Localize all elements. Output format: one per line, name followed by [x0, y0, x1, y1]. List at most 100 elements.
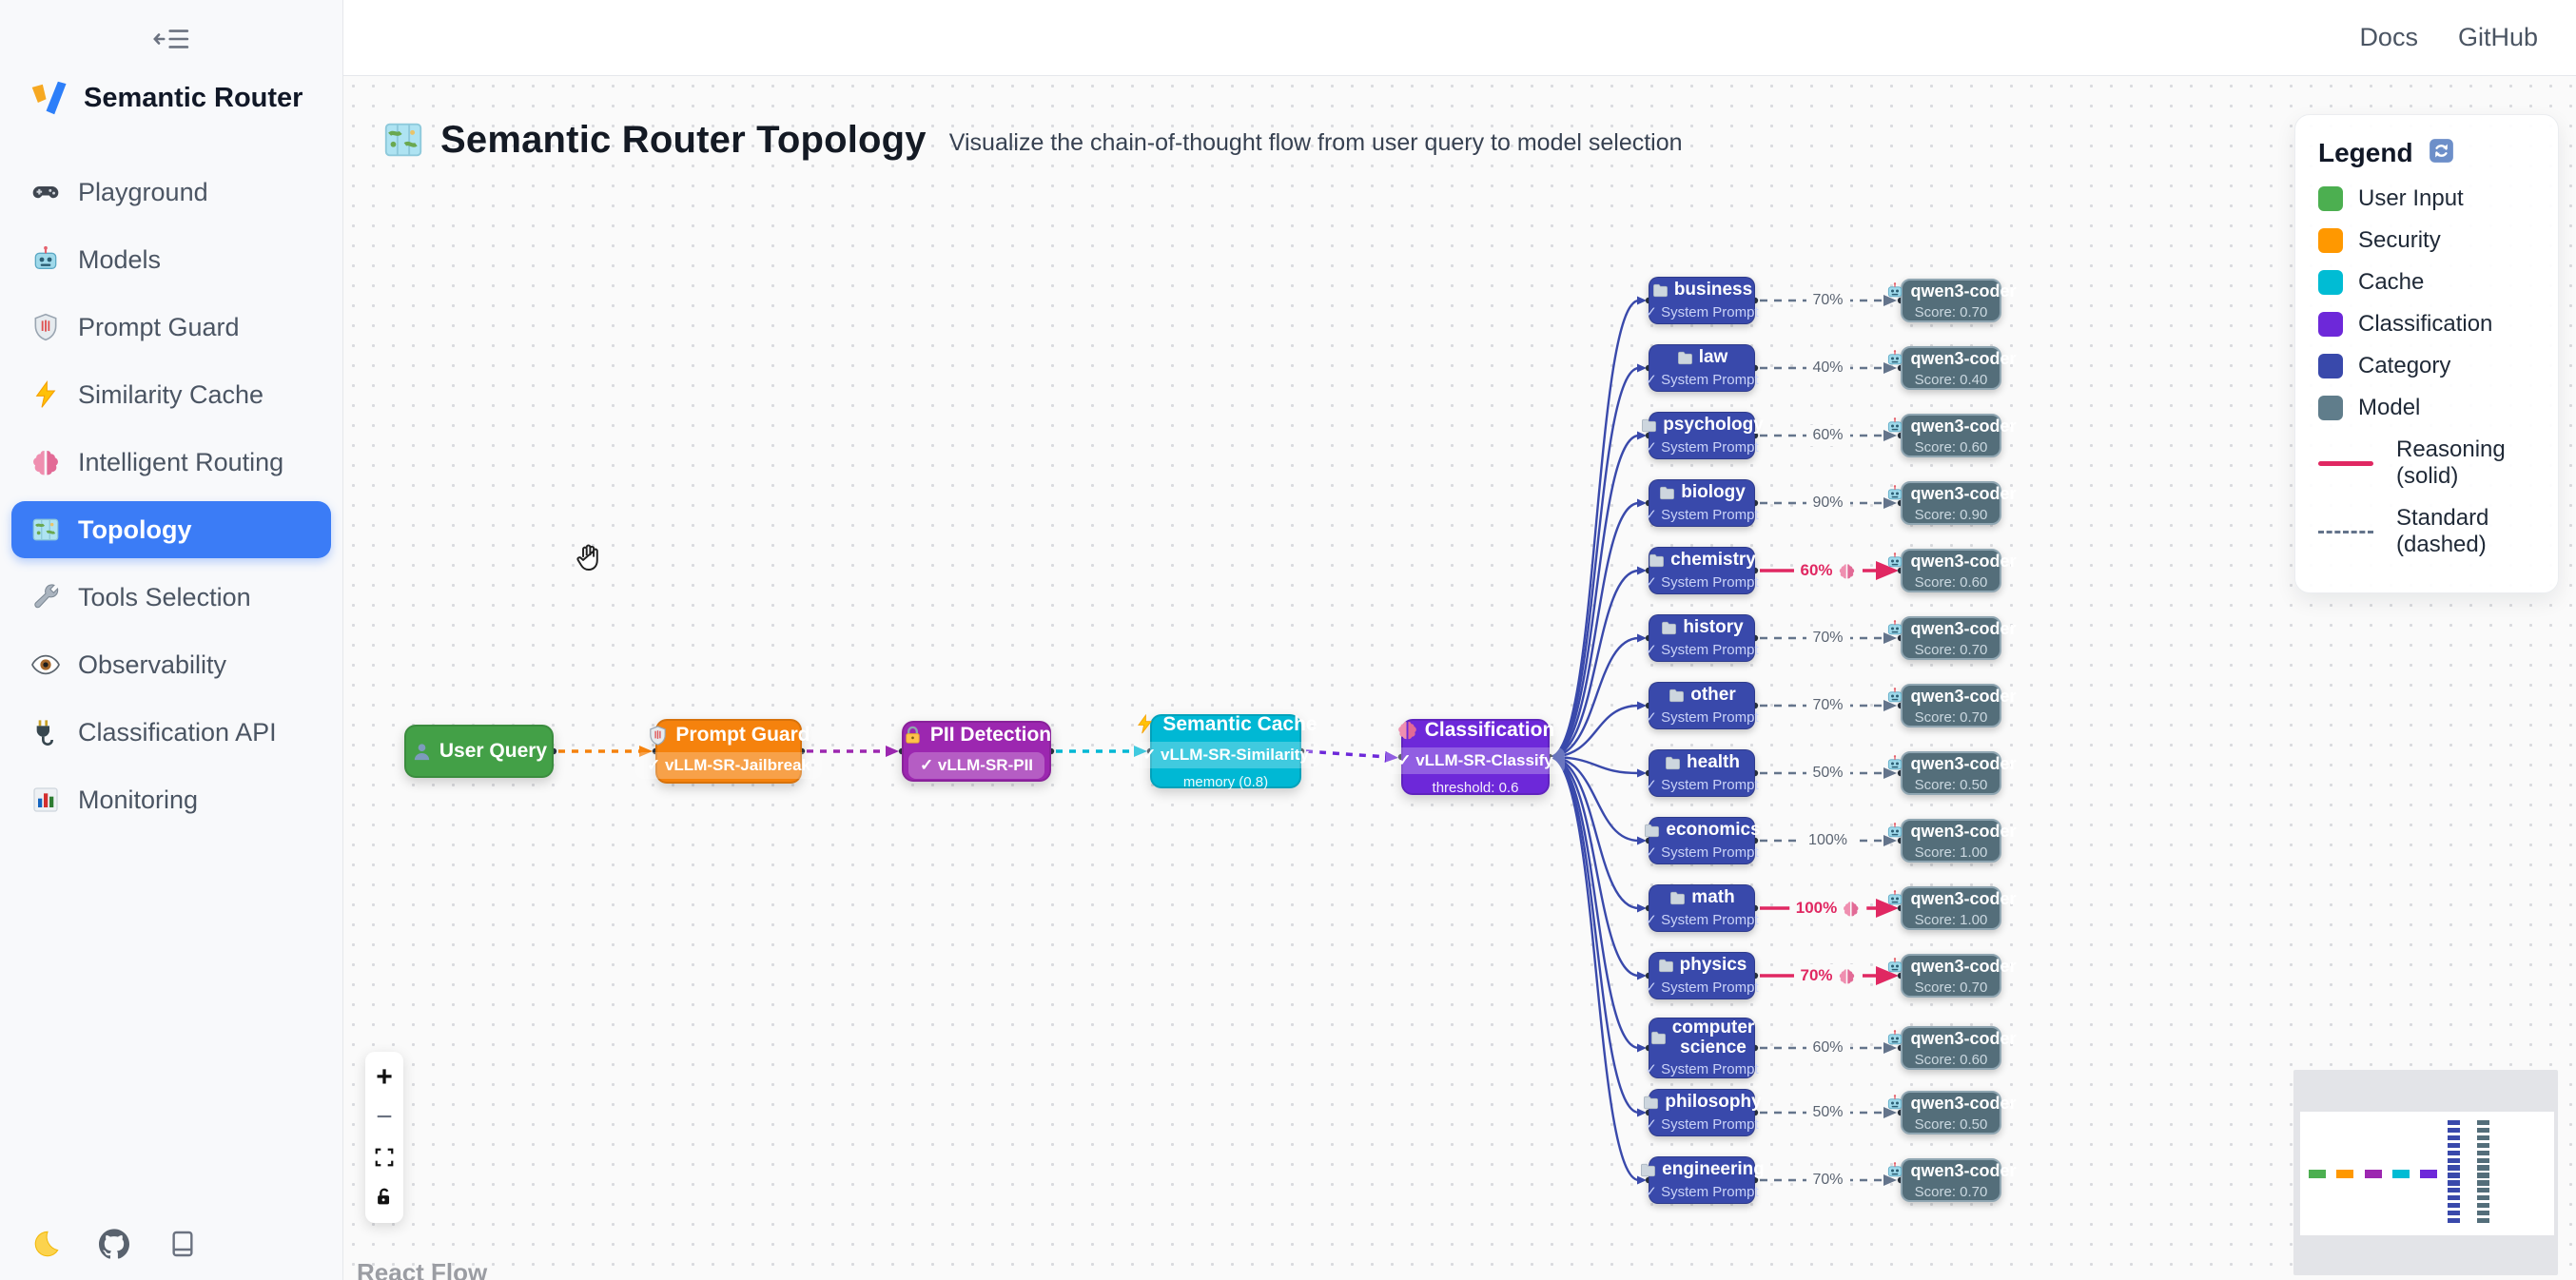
sidebar-item-tools-selection[interactable]: Tools Selection: [11, 569, 331, 626]
zoom-out-button[interactable]: −: [376, 1101, 393, 1133]
edge-fanout-1: [1549, 363, 1647, 759]
robot-icon: [1885, 1094, 1904, 1113]
category-node-other[interactable]: other✓ System Prompt: [1645, 682, 1759, 729]
node-prompt-guard[interactable]: Prompt Guard✓ vLLM-SR-Jailbreak: [635, 719, 823, 784]
sidebar-item-observability[interactable]: Observability: [11, 636, 331, 693]
robot-icon: [1885, 417, 1904, 436]
react-flow-attribution: React Flow: [357, 1258, 488, 1280]
category-node-biology[interactable]: biology✓ System Prompt: [1645, 479, 1759, 527]
category-node-psychology[interactable]: psychology✓ System Prompt: [1642, 412, 1764, 459]
flow-canvas[interactable]: 70%40%60%90%60%70%70%50%100%100%70%60%50…: [343, 76, 2576, 1280]
legend-line-swatch: [2318, 460, 2373, 466]
legend-color-chip: [2318, 312, 2343, 337]
sidebar-item-intelligent-routing[interactable]: Intelligent Routing: [11, 434, 331, 491]
app-logo-row: Semantic Router: [29, 79, 302, 117]
minimap-node: [2477, 1202, 2489, 1209]
category-node-chemistry[interactable]: chemistry✓ System Prompt: [1645, 547, 1759, 594]
brain-icon: [30, 447, 61, 477]
legend-item-label: Security: [2358, 227, 2441, 253]
edge-fanout-10: [1549, 755, 1647, 980]
category-node-philosophy[interactable]: philosophy✓ System Prompt: [1644, 1089, 1762, 1136]
collapse-sidebar-button[interactable]: [143, 25, 200, 57]
sidebar-item-prompt-guard[interactable]: Prompt Guard: [11, 299, 331, 356]
legend-item-cache: Cache: [2318, 269, 2535, 296]
category-node-math[interactable]: math✓ System Prompt: [1645, 884, 1759, 932]
model-score: Score: 0.60: [1914, 573, 1988, 591]
sidebar-item-monitoring[interactable]: Monitoring: [11, 771, 331, 828]
user-icon: [411, 741, 433, 763]
folder-icon: [1660, 619, 1678, 637]
robot-icon: [1885, 484, 1904, 503]
minimap-node: [2477, 1173, 2489, 1178]
system-prompt-label: ✓ System Prompt: [1645, 303, 1759, 320]
system-prompt-label: ✓ System Prompt: [1645, 776, 1759, 793]
node-user-query[interactable]: User Query: [404, 725, 554, 778]
edge-fanout-3: [1549, 498, 1647, 759]
refresh-icon[interactable]: [2429, 138, 2454, 168]
minimap-node: [2448, 1142, 2460, 1149]
sidebar-item-similarity-cache[interactable]: Similarity Cache: [11, 366, 331, 423]
category-node-law[interactable]: law✓ System Prompt: [1645, 344, 1759, 392]
robot-icon: [1885, 957, 1904, 976]
moon-icon[interactable]: [30, 1229, 61, 1259]
category-node-history[interactable]: history✓ System Prompt: [1645, 614, 1759, 662]
category-node-engineering[interactable]: engineering✓ System Prompt: [1641, 1156, 1765, 1204]
legend-title: Legend: [2318, 138, 2413, 167]
model-score: Score: 0.70: [1914, 303, 1988, 320]
legend-item-security: Security: [2318, 227, 2535, 254]
folder-icon: [1642, 1094, 1660, 1112]
github-icon[interactable]: [99, 1229, 129, 1259]
sidebar-item-playground[interactable]: Playground: [11, 164, 331, 221]
category-title: math: [1669, 888, 1735, 908]
category-node-computer-science[interactable]: computer science✓ System Prompt: [1645, 1018, 1759, 1078]
fit-view-button[interactable]: [365, 1137, 403, 1177]
github-link[interactable]: GitHub: [2457, 23, 2538, 51]
sidebar-item-models[interactable]: Models: [11, 231, 331, 288]
category-node-economics[interactable]: economics✓ System Prompt: [1645, 817, 1761, 864]
category-node-physics[interactable]: physics✓ System Prompt: [1645, 952, 1759, 999]
folder-icon: [1668, 687, 1686, 705]
lock-button[interactable]: [365, 1177, 403, 1217]
category-title: chemistry: [1648, 551, 1756, 571]
minimap-node: [2448, 1195, 2460, 1201]
minimap-node: [2477, 1135, 2489, 1141]
robot-icon: [1885, 619, 1904, 638]
legend-color-chip: [2318, 396, 2343, 420]
minimap[interactable]: [2293, 1070, 2558, 1275]
minimap-node: [2448, 1157, 2460, 1163]
node-pii-detection[interactable]: PII Detection✓ vLLM-SR-PII: [902, 721, 1051, 782]
legend-item-label: Model: [2358, 395, 2421, 420]
model-score: Score: 0.60: [1914, 1051, 1988, 1068]
sidebar-item-topology[interactable]: Topology: [11, 501, 331, 558]
docs-link[interactable]: Docs: [2359, 23, 2418, 51]
zoom-in-button[interactable]: +: [376, 1061, 393, 1093]
minimap-node: [2309, 1170, 2326, 1178]
book-icon[interactable]: [167, 1229, 198, 1259]
category-title: philosophy: [1642, 1093, 1762, 1113]
minimap-node: [2448, 1210, 2460, 1216]
minimap-node: [2477, 1217, 2489, 1224]
model-score: Score: 0.70: [1914, 979, 1988, 996]
fit-view-icon: [375, 1148, 394, 1167]
category-node-health[interactable]: health✓ System Prompt: [1645, 749, 1759, 797]
category-node-business[interactable]: business✓ System Prompt: [1645, 277, 1759, 324]
sidebar-item-classification-api[interactable]: Classification API: [11, 704, 331, 761]
